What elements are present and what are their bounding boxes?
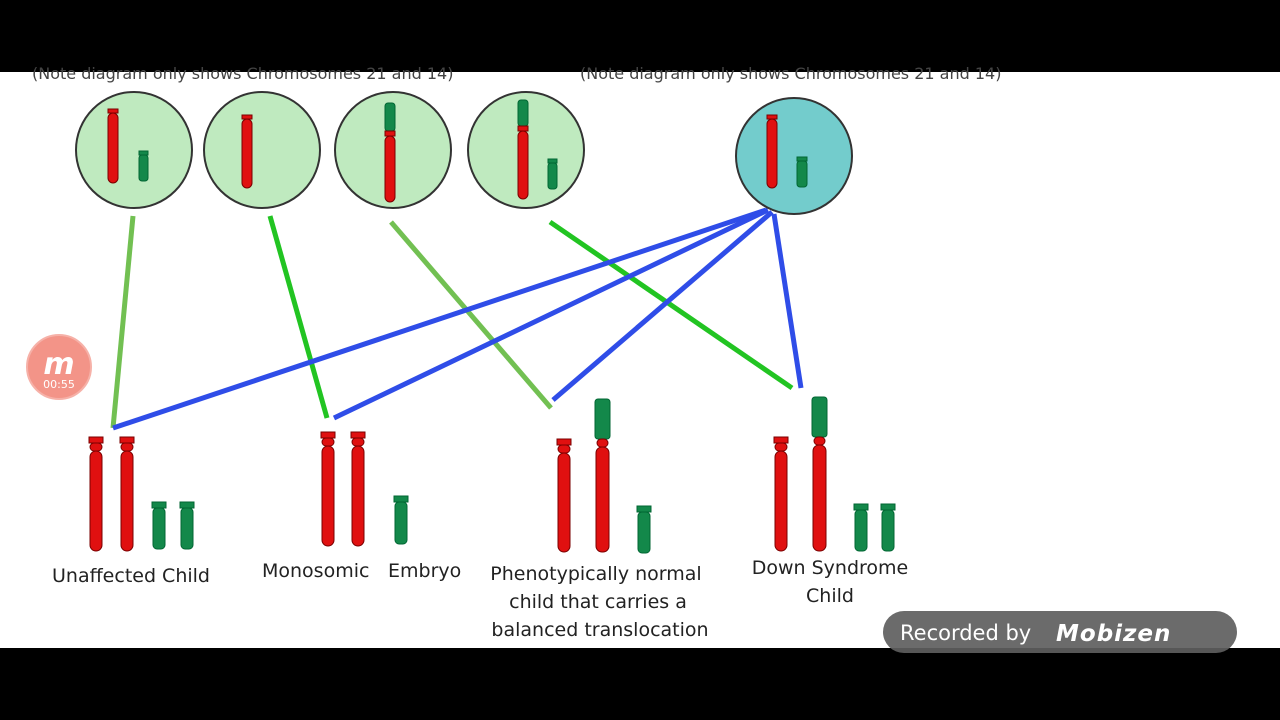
line-teal-down — [771, 213, 804, 389]
monosomic-embryo-chromosomes — [320, 431, 409, 547]
carrier-child-chromosomes — [556, 398, 652, 554]
gamete-2 — [203, 91, 321, 209]
unaffected-child-chromosomes — [88, 436, 195, 552]
gamete-teal — [735, 97, 853, 215]
label-unaffected-child: Unaffected Child — [52, 565, 210, 587]
label-carrier-line1: Phenotypically normal — [490, 563, 701, 585]
gamete-4 — [467, 91, 585, 209]
label-down-syndrome-line1: Down Syndrome — [752, 557, 909, 579]
line-gamete1-unaffected — [110, 215, 136, 429]
note-left: (Note diagram only shows Chromosomes 21 … — [32, 64, 453, 83]
line-gamete2-monosomic — [267, 215, 330, 419]
label-carrier-line2: child that carries a — [509, 591, 687, 613]
mobizen-logo: Mobizen — [1056, 621, 1171, 647]
line-gamete4-down — [548, 219, 794, 391]
line-teal-unaffected — [112, 207, 767, 431]
line-gamete3-carrier — [389, 220, 553, 410]
recorder-m-icon: m — [43, 347, 74, 382]
gamete-1 — [75, 91, 193, 209]
label-down-syndrome-line2: Child — [806, 585, 854, 607]
connection-lines — [110, 207, 804, 431]
gamete-3 — [334, 91, 452, 209]
label-carrier-line3: balanced translocation — [491, 619, 708, 641]
line-teal-monosomic — [332, 207, 770, 421]
recorded-by-watermark: Recorded by Mobizen — [883, 611, 1237, 653]
label-monosomic: Monosomic — [262, 560, 369, 582]
line-teal-carrier — [551, 210, 774, 402]
recorded-by-text: Recorded by — [900, 621, 1031, 645]
down-syndrome-chromosomes — [773, 396, 896, 552]
recorder-floating-button[interactable]: m 00:55 — [26, 334, 92, 400]
note-right: (Note diagram only shows Chromosomes 21 … — [580, 64, 1001, 83]
recorder-timer: 00:55 — [43, 378, 75, 391]
label-embryo: Embryo — [388, 560, 461, 582]
